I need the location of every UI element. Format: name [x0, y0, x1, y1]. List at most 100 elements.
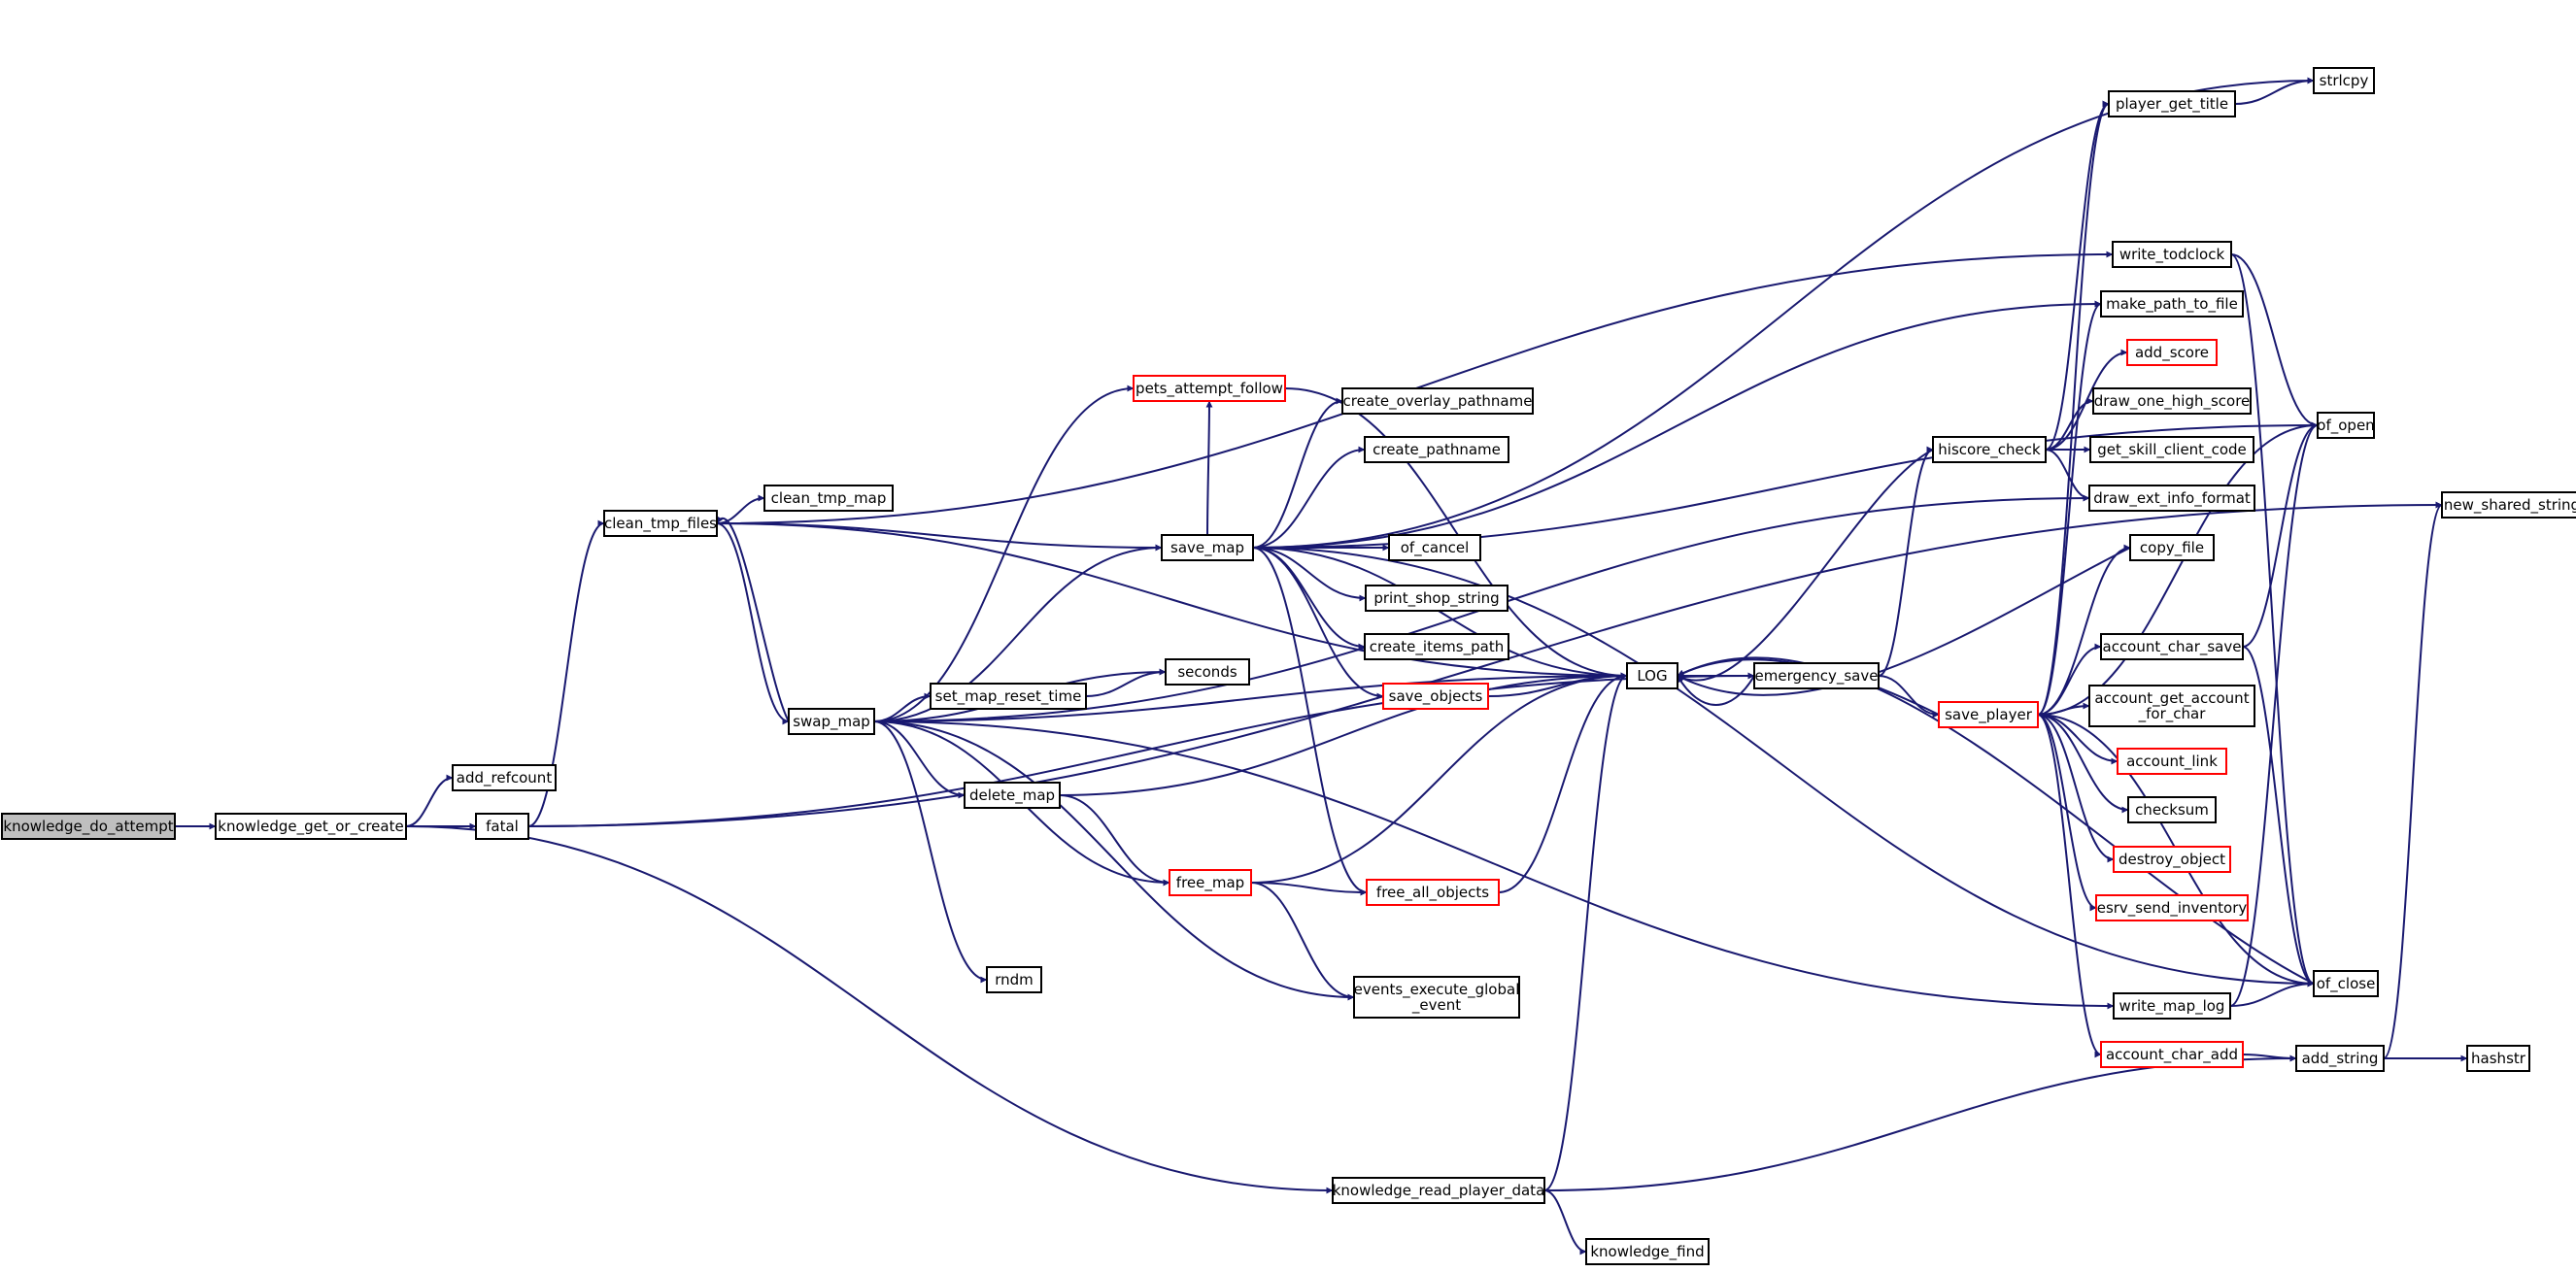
edge-fatal-to-new-shared-string [527, 501, 2443, 827]
node-box [1626, 662, 1678, 689]
node-draw-one-high-score[interactable]: draw_one_high_score [2092, 387, 2252, 415]
node-print-shop-string[interactable]: print_shop_string [1365, 585, 1508, 612]
node-rndm[interactable]: rndm [986, 966, 1042, 993]
node-account-link[interactable]: account_link [2117, 748, 2227, 775]
node-knowledge-read-player-data[interactable]: knowledge_read_player_data [1332, 1177, 1545, 1204]
edge-save-map-to-free-all-objects [1252, 547, 1368, 896]
edge-account-char-save-to-of-open [2242, 421, 2319, 648]
edge-swap-map-to-events-execute-global-event [873, 720, 1355, 1001]
node-label: free_all_objects [1376, 884, 1489, 902]
node-account-char-save[interactable]: account_char_save [2100, 633, 2244, 660]
node-pets-attempt-follow[interactable]: pets_attempt_follow [1133, 375, 1286, 402]
edge-hiscore-check-to-draw-one-high-score [2045, 397, 2094, 451]
edge-save-map-to-make-path-to-file [1252, 300, 2102, 549]
node-label: save_objects [1389, 687, 1483, 706]
nodes-layer: knowledge_do_attempt knowledge_get_or_cre… [1, 67, 2576, 1265]
node-seconds[interactable]: seconds [1165, 658, 1250, 686]
node-save-objects[interactable]: save_objects [1382, 683, 1489, 710]
node-label: create_items_path [1370, 638, 1504, 656]
node-free-map[interactable]: free_map [1169, 869, 1252, 896]
node-delete-map[interactable]: delete_map [964, 782, 1061, 809]
node-label: draw_one_high_score [2094, 392, 2251, 411]
edge-knowledge-read-player-data-to-knowledge-find [1543, 1189, 1587, 1255]
node-label: _for_char [2138, 705, 2207, 723]
node-label: create_pathname [1373, 441, 1501, 459]
node-account-get-account-for-char[interactable]: account_get_account_for_char [2088, 685, 2255, 727]
node-clean-tmp-files[interactable]: clean_tmp_files [603, 510, 718, 537]
node-box [2117, 748, 2227, 775]
node-box [2313, 67, 2375, 94]
node-copy-file[interactable]: copy_file [2129, 534, 2215, 561]
node-events-execute-global-event[interactable]: events_execute_global_event [1353, 976, 1520, 1019]
node-create-pathname[interactable]: create_pathname [1364, 436, 1509, 463]
node-label: esrv_send_inventory [2097, 899, 2248, 918]
node-create-items-path[interactable]: create_items_path [1364, 633, 1509, 660]
node-label: fatal [486, 818, 519, 835]
node-save-map[interactable]: save_map [1161, 534, 1254, 561]
node-label: clean_tmp_files [604, 515, 717, 533]
edge-fatal-to-emergency-save [527, 672, 1755, 827]
node-label: player_get_title [2116, 95, 2228, 114]
node-player-get-title[interactable]: player_get_title [2108, 90, 2236, 117]
edge-set-map-reset-time-to-seconds [1085, 668, 1167, 697]
node-make-path-to-file[interactable]: make_path_to_file [2100, 290, 2244, 318]
node-box [452, 764, 557, 791]
node-add-refcount[interactable]: add_refcount [452, 764, 557, 791]
node-label: draw_ext_info_format [2093, 489, 2251, 508]
node-box [2095, 894, 2249, 921]
node-strlcpy[interactable]: strlcpy [2313, 67, 2375, 94]
edge-write-map-log-to-of-open [2229, 421, 2319, 1007]
node-box [1332, 1177, 1545, 1204]
node-label: hiscore_check [1938, 441, 2041, 459]
edge-hiscore-check-to-add-score [2045, 349, 2128, 451]
node-box [1932, 436, 2047, 463]
node-knowledge-get-or-create[interactable]: knowledge_get_or_create [215, 813, 407, 840]
node-of-open[interactable]: of_open [2317, 412, 2375, 439]
node-box [2317, 412, 2375, 439]
edge-save-map-to-print-shop-string [1252, 547, 1367, 602]
node-label: get_skill_client_code [2097, 441, 2247, 459]
node-hiscore-check[interactable]: hiscore_check [1932, 436, 2047, 463]
node-box [2112, 241, 2232, 268]
node-get-skill-client-code[interactable]: get_skill_client_code [2089, 436, 2254, 463]
edge-clean-tmp-files-to-swap-map [716, 522, 790, 725]
node-box [1161, 534, 1254, 561]
node-write-map-log[interactable]: write_map_log [2113, 992, 2231, 1020]
node-label: knowledge_do_attempt [3, 818, 173, 836]
node-box [788, 708, 875, 735]
node-swap-map[interactable]: swap_map [788, 708, 875, 735]
node-clean-tmp-map[interactable]: clean_tmp_map [763, 485, 894, 512]
node-draw-ext-info-format[interactable]: draw_ext_info_format [2088, 485, 2255, 512]
node-new-shared-string[interactable]: new_shared_string [2441, 491, 2576, 519]
node-label: knowledge_find [1590, 1243, 1704, 1261]
edge-save-map-to-create-overlay-pathname [1252, 397, 1343, 549]
node-set-map-reset-time[interactable]: set_map_reset_time [930, 683, 1087, 710]
node-of-cancel[interactable]: of_cancel [1388, 534, 1481, 561]
node-label: delete_map [969, 787, 1055, 805]
node-write-todclock[interactable]: write_todclock [2112, 241, 2232, 268]
node-of-close[interactable]: of_close [2313, 970, 2379, 997]
node-create-overlay-pathname[interactable]: create_overlay_pathname [1341, 387, 1534, 415]
node-hashstr[interactable]: hashstr [2466, 1045, 2530, 1072]
node-label: checksum [2135, 801, 2209, 819]
node-label: clean_tmp_map [771, 489, 887, 508]
node-save-player[interactable]: save_player [1938, 701, 2039, 728]
node-fatal[interactable]: fatal [475, 813, 529, 840]
node-destroy-object[interactable]: destroy_object [2113, 846, 2231, 873]
edge-save-player-to-of-open [2037, 421, 2319, 716]
node-account-char-add[interactable]: account_char_add [2100, 1041, 2244, 1068]
edge-swap-map-to-write-map-log [873, 720, 2115, 1010]
node-emergency-save[interactable]: emergency_save [1753, 662, 1880, 689]
edge-hiscore-check-to-draw-ext-info-format [2045, 449, 2090, 502]
edge-knowledge-read-player-data-to-add-string [1543, 1054, 2297, 1191]
node-add-string[interactable]: add_string [2295, 1045, 2385, 1072]
edge-emergency-save-to-save-player [1878, 675, 1940, 719]
node-checksum[interactable]: checksum [2127, 796, 2217, 823]
node-add-score[interactable]: add_score [2126, 339, 2218, 366]
node-LOG[interactable]: LOG [1626, 662, 1678, 689]
node-label: create_overlay_pathname [1343, 392, 1533, 411]
node-knowledge-do-attempt[interactable]: knowledge_do_attempt [1, 813, 176, 840]
node-esrv-send-inventory[interactable]: esrv_send_inventory [2095, 894, 2249, 921]
node-free-all-objects[interactable]: free_all_objects [1366, 879, 1500, 906]
node-knowledge-find[interactable]: knowledge_find [1585, 1238, 1710, 1265]
